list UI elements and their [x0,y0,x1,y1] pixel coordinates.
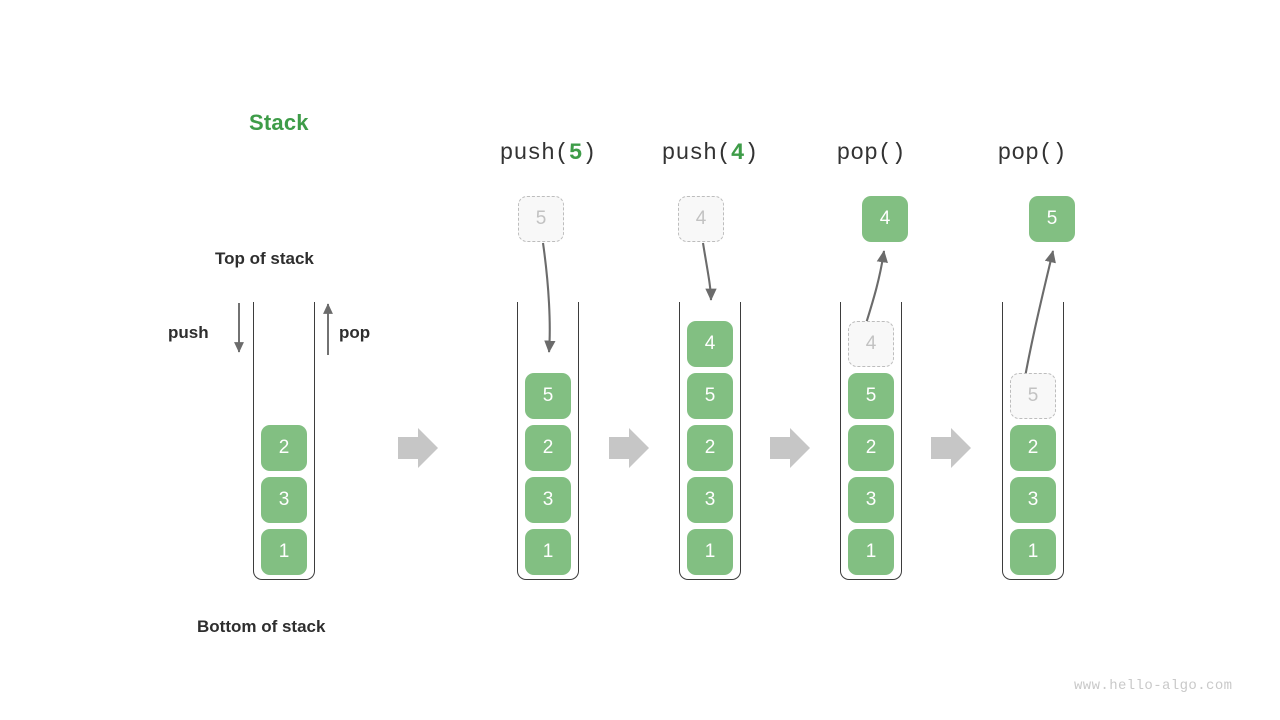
push5-flow-arrow [541,242,556,353]
stack-box: 5 [525,373,571,419]
transition-arrow-3 [770,428,810,468]
stack-box: 2 [1010,425,1056,471]
top-of-stack-label: Top of stack [215,249,314,268]
stack-container-push5 [517,302,579,580]
column-header-push5: push(5) [468,140,628,166]
transition-arrow-1 [398,428,438,468]
stack-box: 5 [848,373,894,419]
stack-box: 4 [687,321,733,367]
popped-box: 5 [1029,196,1075,242]
header-text-pre: push( [499,140,569,166]
stack-box: 3 [848,477,894,523]
header-arg: 5 [568,140,583,166]
stack-box: 5 [687,373,733,419]
stack-box: 1 [1010,529,1056,575]
ghost-box-vacated: 4 [848,321,894,367]
header-text-post: ) [744,140,759,166]
stack-box: 3 [525,477,571,523]
ghost-box-incoming: 5 [518,196,564,242]
stack-box: 3 [1010,477,1056,523]
pop-label: pop [339,323,371,342]
column-header-push4: push(4) [630,140,790,166]
header-text-pre: push( [661,140,731,166]
header-text-pre: pop() [836,140,906,166]
stack-box: 1 [261,529,307,575]
header-text-pre: pop() [997,140,1067,166]
push-label: push [168,323,209,342]
stack-box: 1 [525,529,571,575]
stack-container-pop1 [840,302,902,580]
ghost-box-incoming: 4 [678,196,724,242]
header-text-post: ) [582,140,597,166]
push4-flow-arrow [701,242,717,301]
watermark: www.hello-algo.com [1074,678,1233,694]
bottom-of-stack-label: Bottom of stack [197,617,326,636]
diagram-title: Stack [249,110,309,135]
stack-box: 3 [687,477,733,523]
column-header-pop1: pop() [791,140,951,166]
stack-box: 2 [525,425,571,471]
popped-box: 4 [862,196,908,242]
transition-arrow-2 [609,428,649,468]
stack-container-push4 [679,302,741,580]
stack-box: 1 [848,529,894,575]
transition-arrow-4 [931,428,971,468]
column-header-pop2: pop() [952,140,1112,166]
stack-container-initial [253,302,315,580]
header-arg: 4 [730,140,745,166]
stack-box: 2 [687,425,733,471]
stack-box: 2 [848,425,894,471]
stack-box: 1 [687,529,733,575]
stack-container-pop2 [1002,302,1064,580]
ghost-box-vacated: 5 [1010,373,1056,419]
stack-box: 3 [261,477,307,523]
stack-box: 2 [261,425,307,471]
